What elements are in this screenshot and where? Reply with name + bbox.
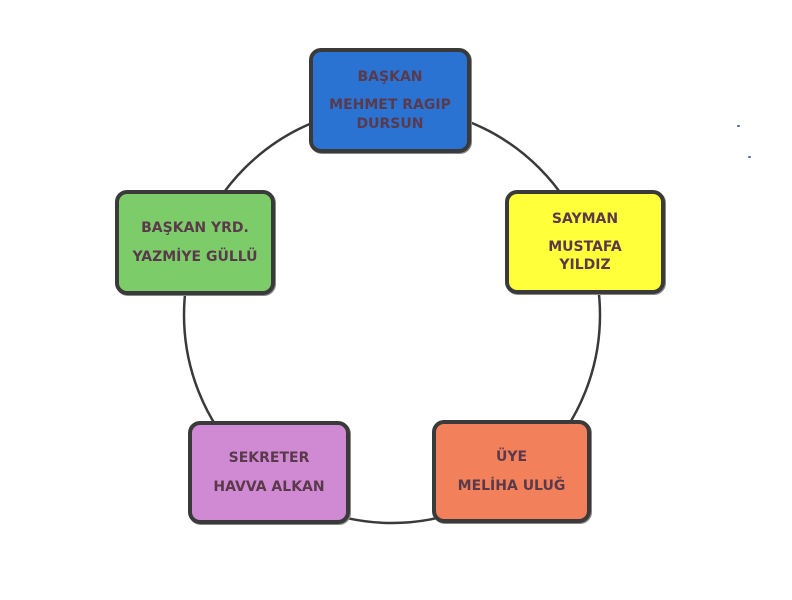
node-baskan: BAŞKAN MEHMET RAGIP DURSUN	[309, 48, 471, 153]
node-role: SEKRETER	[228, 450, 310, 467]
node-name: MUSTAFA YILDIZ	[548, 238, 622, 274]
node-role: BAŞKAN	[357, 69, 423, 86]
node-name: MEHMET RAGIP DURSUN	[329, 97, 451, 132]
node-baskan-yrd: BAŞKAN YRD. YAZMİYE GÜLLÜ	[115, 190, 275, 295]
node-role: ÜYE	[495, 449, 528, 466]
node-role: SAYMAN	[551, 210, 619, 227]
scan-speck	[748, 156, 751, 158]
node-sayman: SAYMAN MUSTAFA YILDIZ	[505, 190, 665, 294]
node-role: BAŞKAN YRD.	[141, 220, 249, 237]
scan-speck	[737, 125, 740, 127]
node-name: MELİHA ULUĞ	[457, 477, 566, 494]
node-sekreter: SEKRETER HAVVA ALKAN	[188, 421, 350, 524]
node-name: YAZMİYE GÜLLÜ	[132, 248, 258, 265]
node-uye: ÜYE MELİHA ULUĞ	[432, 420, 591, 523]
node-name: HAVVA ALKAN	[213, 478, 325, 495]
